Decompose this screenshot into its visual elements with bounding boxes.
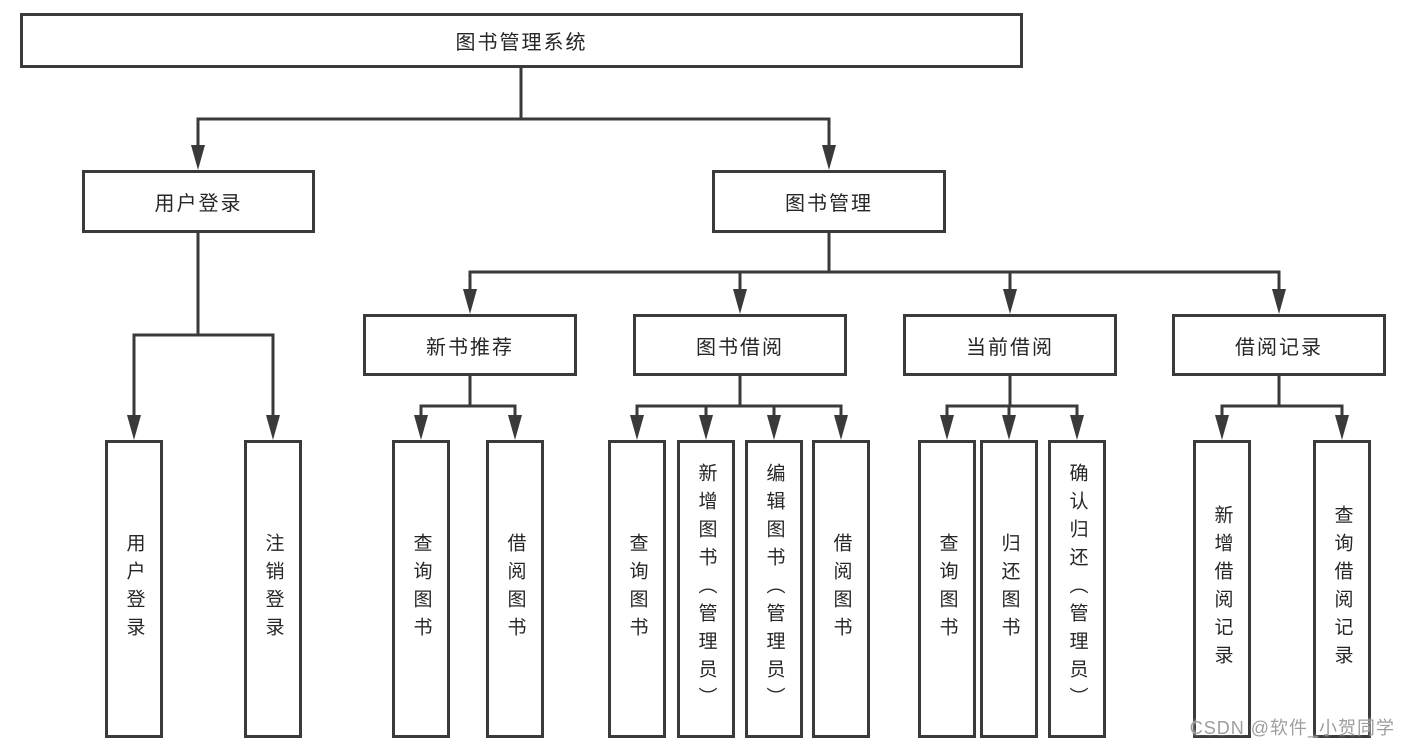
leaf-user-login: 用户登录 (105, 440, 163, 738)
leaf-query-books-recommend: 查询图书 (392, 440, 450, 738)
node-current-borrow: 当前借阅 (903, 314, 1117, 376)
leaf-logout: 注销登录 (244, 440, 302, 738)
node-borrow-records: 借阅记录 (1172, 314, 1386, 376)
node-book-borrow: 图书借阅 (633, 314, 847, 376)
leaf-confirm-return-admin: 确认归还（管理员） (1048, 440, 1106, 738)
leaf-borrow-books-recommend: 借阅图书 (486, 440, 544, 738)
watermark: CSDN @软件_小贺同学 (1189, 718, 1395, 738)
node-user-login: 用户登录 (82, 170, 315, 233)
node-book-management: 图书管理 (712, 170, 946, 233)
leaf-edit-book-admin: 编辑图书（管理员） (745, 440, 803, 738)
leaf-add-borrow-record: 新增借阅记录 (1193, 440, 1251, 738)
leaf-query-borrow-record: 查询借阅记录 (1313, 440, 1371, 738)
leaf-query-books-borrow: 查询图书 (608, 440, 666, 738)
leaf-return-book: 归还图书 (980, 440, 1038, 738)
node-root: 图书管理系统 (20, 13, 1023, 68)
leaf-query-books-current: 查询图书 (918, 440, 976, 738)
node-new-book-recommend: 新书推荐 (363, 314, 577, 376)
leaf-borrow-books: 借阅图书 (812, 440, 870, 738)
leaf-add-book-admin: 新增图书（管理员） (677, 440, 735, 738)
